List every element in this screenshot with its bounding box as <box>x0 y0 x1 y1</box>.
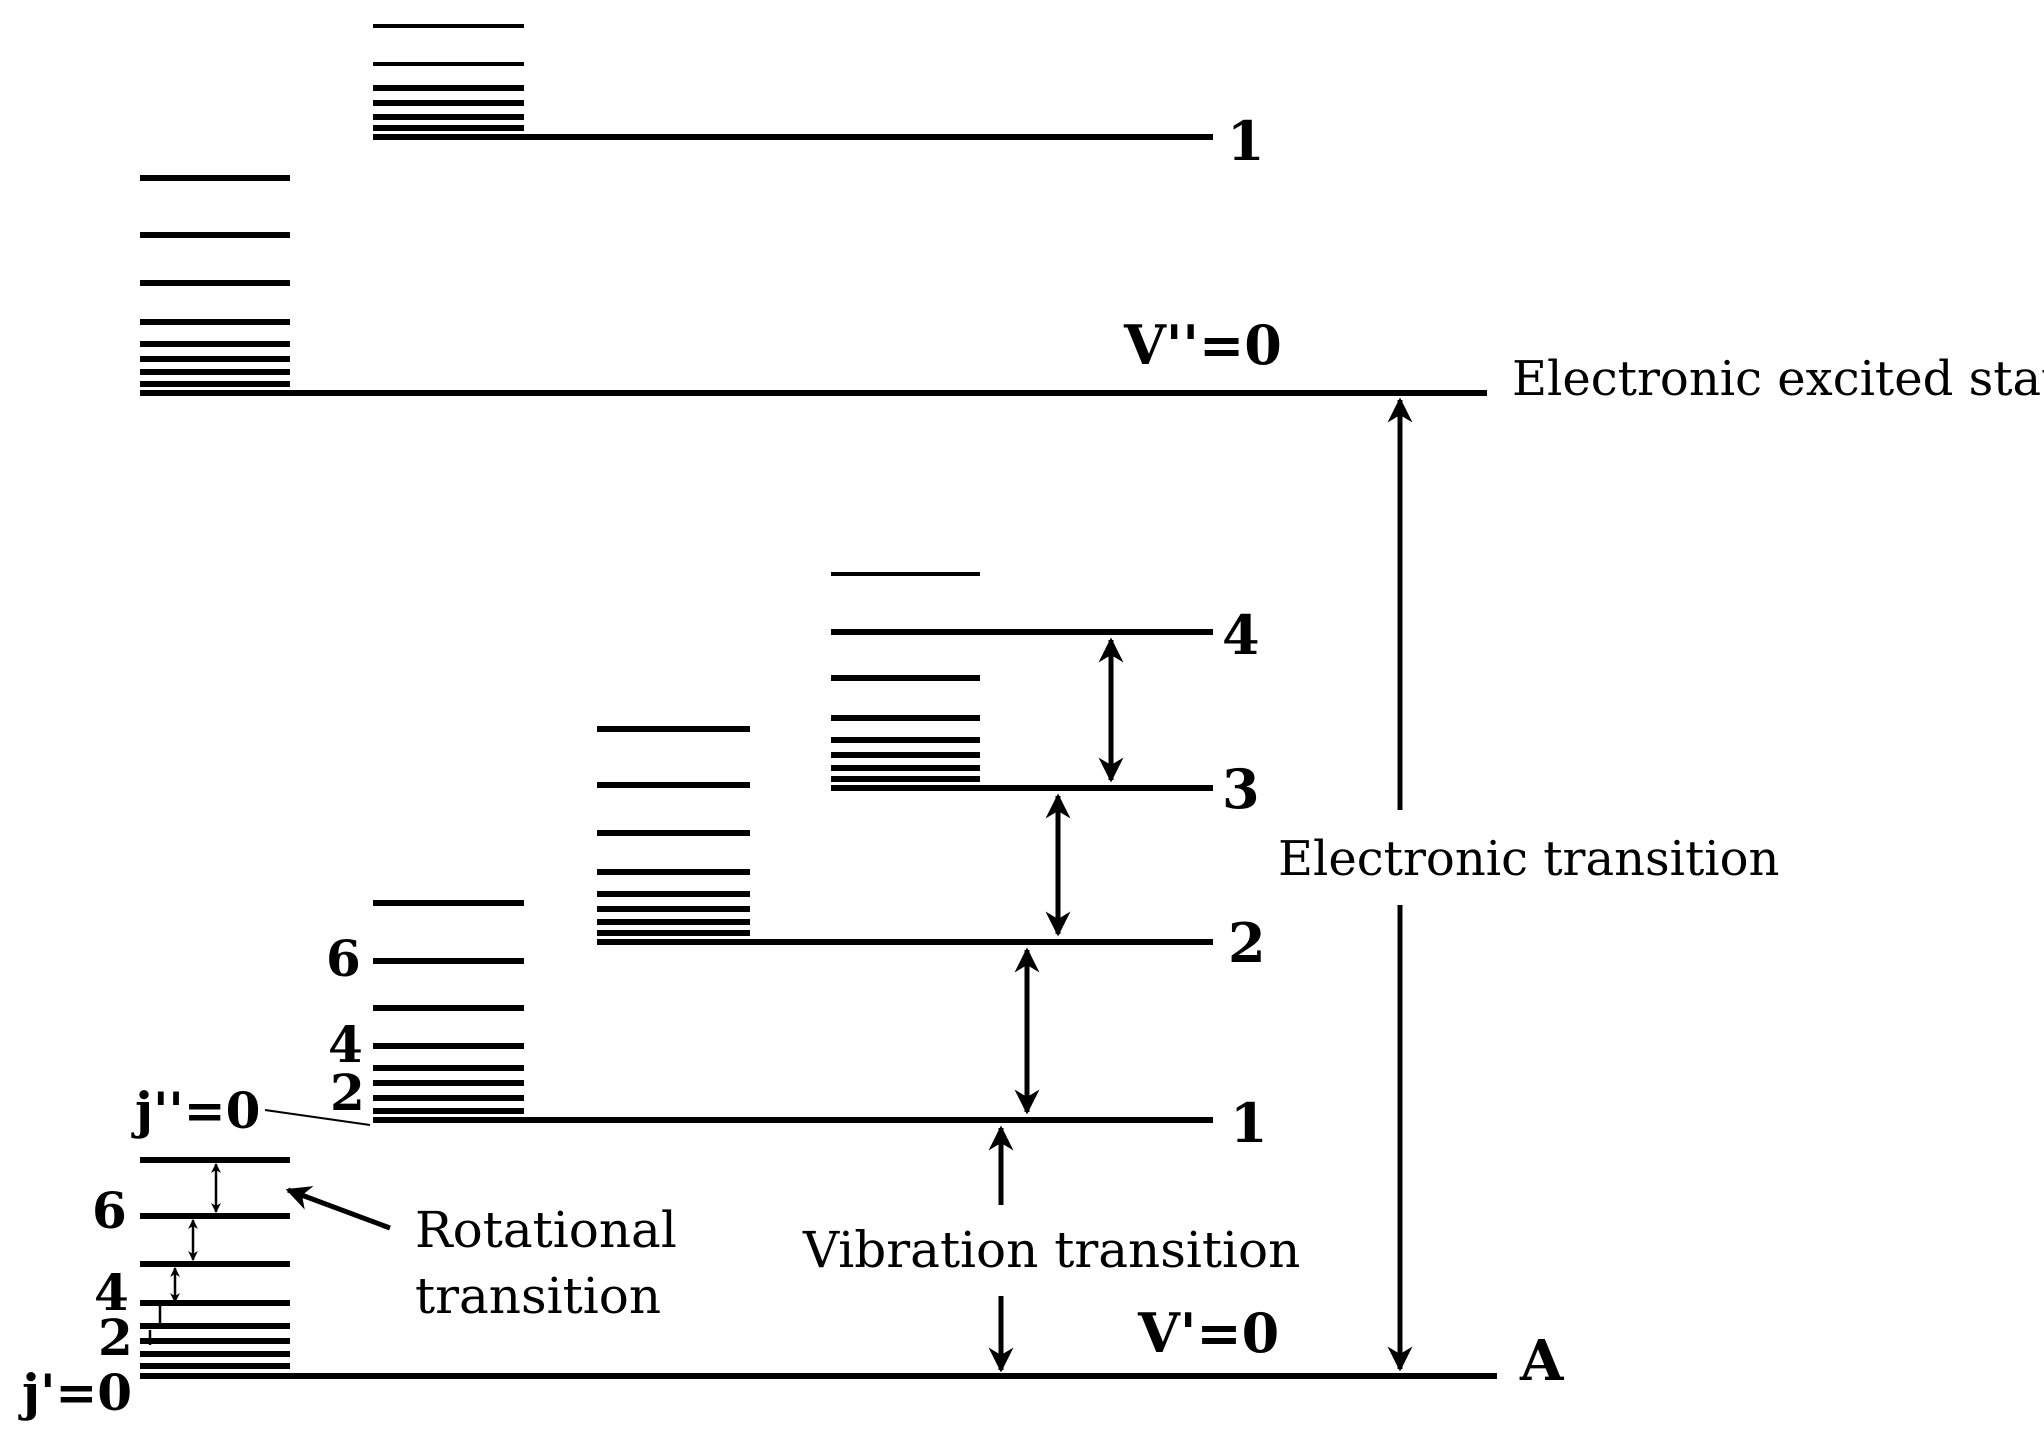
ground-vib-4-label: 4 <box>1222 603 1260 667</box>
ground-vib-0-label: V'=0 <box>1137 1301 1279 1365</box>
excited-rotational-stack <box>140 175 290 387</box>
rotational-transition-label-line2: transition <box>415 1267 661 1325</box>
ground-state-label: A <box>1519 1328 1565 1394</box>
vib1-j-6-label: 6 <box>326 929 361 988</box>
vib1-j-2-label: 2 <box>330 1063 365 1122</box>
ground-vib-2-label: 2 <box>1228 911 1266 975</box>
ground-j-0-label: j'=0 <box>18 1363 132 1422</box>
ground-vib-2-rotational-stack <box>597 726 750 936</box>
vib1-j-4-label: 4 <box>328 1015 363 1074</box>
rotational-transition-pointer <box>285 1186 391 1231</box>
rotational-small-arrows <box>148 1163 221 1345</box>
ground-j-2-label: 2 <box>98 1308 133 1367</box>
ground-vib-3-rotational-stack <box>831 572 980 782</box>
excited-state-label: Electronic excited state <box>1512 351 2044 407</box>
ground-j-4-label: 4 <box>94 1263 129 1322</box>
vibration-transition-arrows <box>988 637 1124 1373</box>
vib1-j-0-label: j''=0 <box>131 1081 260 1140</box>
vib1-j-0-leader-line <box>264 1109 371 1126</box>
excited-vib-1-rotational-stack <box>373 24 524 131</box>
ground-rotational-stack <box>140 1157 290 1369</box>
ground-j-6-label: 6 <box>92 1181 127 1240</box>
excited-vib-0-label: V''=0 <box>1123 313 1282 377</box>
ground-vib-3-label: 3 <box>1222 757 1260 821</box>
vibration-transition-label: Vibration transition <box>802 1221 1300 1279</box>
electronic-transition-label: Electronic transition <box>1278 831 1779 887</box>
rotational-transition-label-line1: Rotational <box>415 1201 677 1259</box>
excited-vib-1-label: 1 <box>1227 109 1265 173</box>
ground-vib-1-label: 1 <box>1230 1091 1268 1155</box>
ground-vib-1-rotational-stack <box>373 900 524 1114</box>
